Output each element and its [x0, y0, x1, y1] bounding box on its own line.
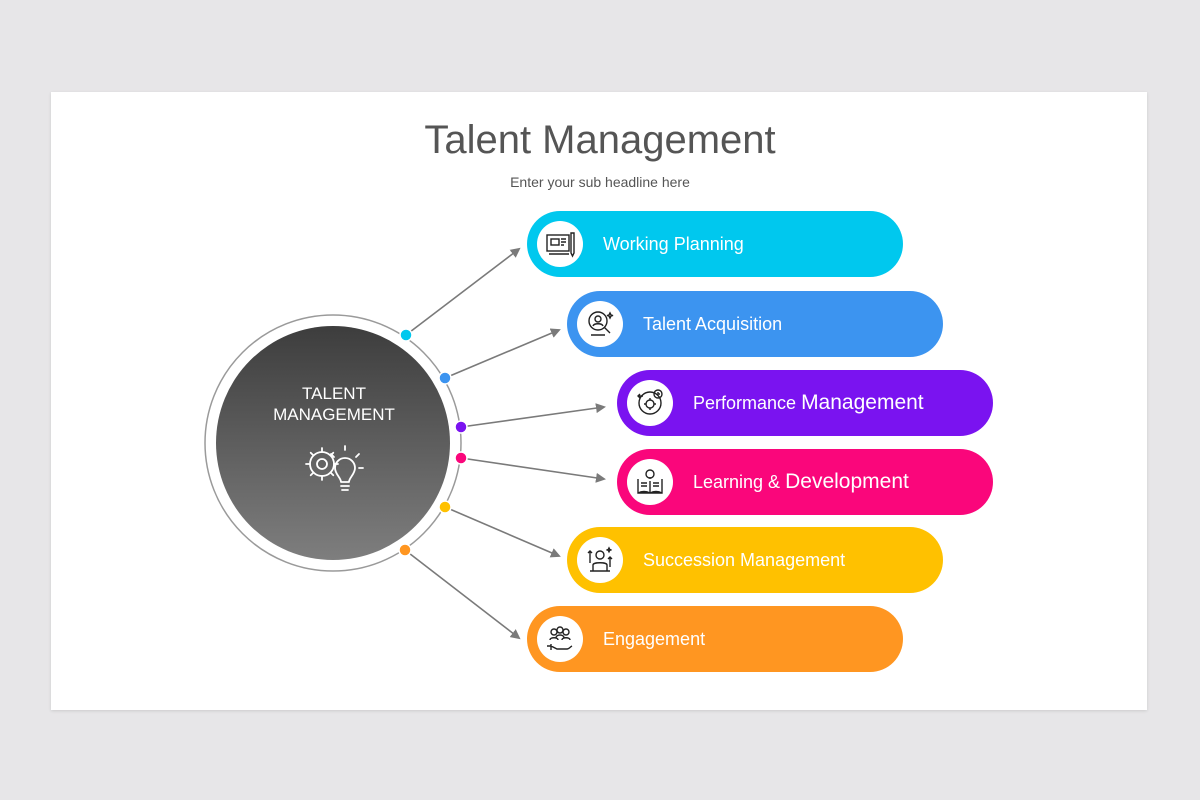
connector-line-1 [405, 247, 521, 336]
person-growth-icon [577, 537, 623, 583]
connector-dot-6 [398, 543, 412, 557]
connector-line-5 [444, 506, 561, 558]
blueprint-planning-icon [537, 221, 583, 267]
magnifier-candidate-icon [577, 301, 623, 347]
gear-clock-hand-icon [627, 380, 673, 426]
hand-people-icon [537, 616, 583, 662]
connector-dot-2 [438, 371, 452, 385]
hub-label: TALENT MANAGEMENT [218, 383, 450, 425]
item-label-big: Management [801, 391, 924, 414]
hub-circle [216, 326, 450, 560]
item-label-big: Development [785, 470, 909, 493]
book-lightbulb-icon [627, 459, 673, 505]
connector-dot-1 [399, 328, 413, 342]
item-label: Learning & Development [693, 470, 909, 494]
connector-line-3 [460, 403, 606, 428]
item-label: Talent Acquisition [643, 313, 783, 334]
item-engagement[interactable]: Engagement [527, 606, 903, 672]
page-title: Talent Management [424, 118, 776, 162]
connector-dot-4 [454, 451, 468, 465]
item-label-small: Performance [693, 393, 797, 413]
connector-dot-5 [438, 500, 452, 514]
gear-lightbulb-icon [301, 442, 365, 507]
hub-label-line2: MANAGEMENT [273, 405, 395, 424]
item-label: Engagement [603, 628, 706, 649]
item-label: Working Planning [603, 233, 744, 254]
item-learning-development[interactable]: Learning & Development [617, 449, 993, 515]
page-subtitle: Enter your sub headline here [510, 174, 690, 190]
item-label-small: Learning & [693, 472, 781, 492]
item-performance-management[interactable]: Performance Management [617, 370, 993, 436]
item-succession-management[interactable]: Succession Management [567, 527, 943, 593]
connector-line-4 [460, 457, 606, 483]
item-label: Succession Management [643, 549, 846, 570]
connector-line-6 [404, 549, 521, 640]
item-talent-acquisition[interactable]: Talent Acquisition [567, 291, 943, 357]
connector-line-2 [444, 328, 561, 379]
item-working-planning[interactable]: Working Planning [527, 211, 903, 277]
item-label: Performance Management [693, 391, 924, 415]
connector-dot-3 [454, 420, 468, 434]
hub-label-line1: TALENT [302, 384, 366, 403]
